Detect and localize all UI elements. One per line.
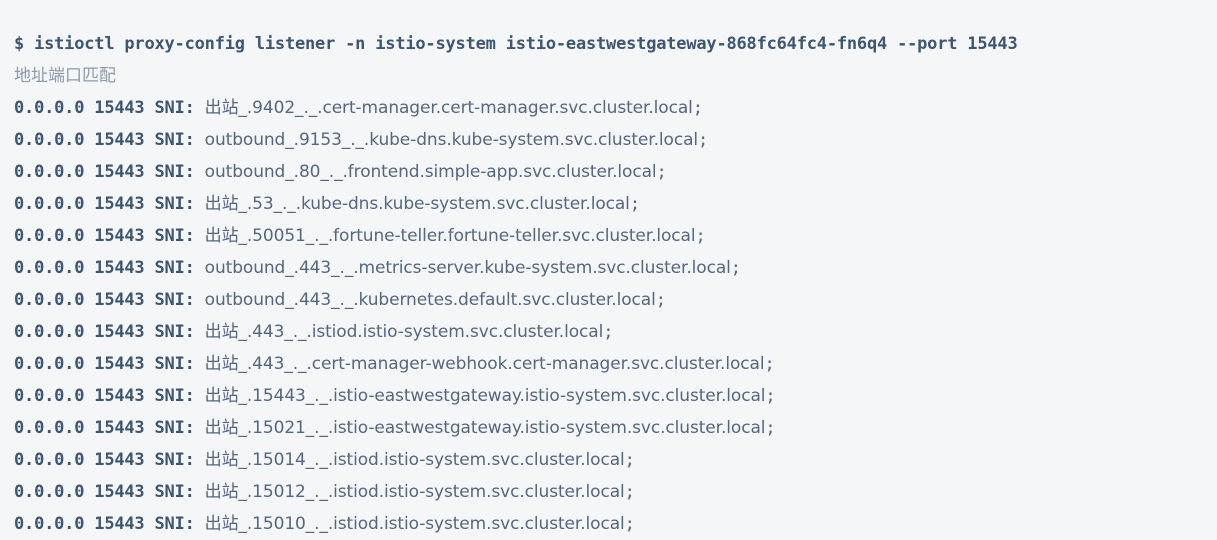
terminal-command-line: $ istioctl proxy-config listener -n isti… — [14, 34, 1018, 54]
listener-row-sni: 出站_.15021_._.istio-eastwestgateway.istio… — [204, 418, 766, 438]
listener-row-terminator: ; — [629, 194, 641, 214]
listener-row: 0.0.0.0 15443 SNI: 出站_.15012_._.istiod.i… — [14, 476, 1217, 508]
listener-row-terminator: ; — [764, 354, 775, 374]
listener-row: 0.0.0.0 15443 SNI: outbound_.443_._.metr… — [14, 252, 1217, 284]
listener-row: 0.0.0.0 15443 SNI: 出站_.50051_._.fortune-… — [14, 220, 1217, 252]
listener-row-prefix: 0.0.0.0 15443 SNI: — [14, 418, 205, 438]
listener-row-sni: outbound_.80_._.frontend.simple-app.svc.… — [204, 162, 657, 182]
listener-row-sni: 出站_.15014_._.istiod.istio-system.svc.clu… — [204, 450, 625, 470]
listener-row: 0.0.0.0 15443 SNI: 出站_.9402_._.cert-mana… — [14, 92, 1217, 124]
listener-row-terminator: ; — [730, 258, 742, 278]
listener-row-sni: 出站_.443_._.istiod.istio-system.svc.clust… — [204, 322, 604, 342]
listener-row-sni: 出站_.15443_._.istio-eastwestgateway.istio… — [204, 386, 766, 406]
listener-row-terminator: ; — [655, 290, 666, 310]
listener-row-sni: 出站_.443_._.cert-manager-webhook.cert-man… — [204, 354, 765, 374]
terminal-caption: 地址端口匹配 — [14, 66, 116, 86]
listener-row-prefix: 0.0.0.0 15443 SNI: — [14, 226, 205, 246]
listener-row-prefix: 0.0.0.0 15443 SNI: — [14, 162, 205, 182]
listener-row-prefix: 0.0.0.0 15443 SNI: — [14, 386, 205, 406]
listener-row-prefix: 0.0.0.0 15443 SNI: — [14, 482, 205, 502]
listener-row-sni: 出站_.50051_._.fortune-teller.fortune-tell… — [204, 226, 696, 246]
listener-row-terminator: ; — [603, 322, 614, 342]
listener-row: 0.0.0.0 15443 SNI: 出站_.15021_._.istio-ea… — [14, 412, 1217, 444]
listener-row-prefix: 0.0.0.0 15443 SNI: — [14, 514, 205, 534]
listener-row: 0.0.0.0 15443 SNI: 出站_.15010_._.istiod.i… — [14, 508, 1217, 540]
listener-row-sni: 出站_.15010_._.istiod.istio-system.svc.clu… — [204, 514, 625, 534]
listener-row-sni: 出站_.53_._.kube-dns.kube-system.svc.clust… — [204, 194, 630, 214]
listener-row: 0.0.0.0 15443 SNI: 出站_.443_._.istiod.ist… — [14, 316, 1217, 348]
listener-row: 0.0.0.0 15443 SNI: 出站_.15443_._.istio-ea… — [14, 380, 1217, 412]
listener-row: 0.0.0.0 15443 SNI: outbound_.80_._.front… — [14, 156, 1217, 188]
listener-row-prefix: 0.0.0.0 15443 SNI: — [14, 322, 205, 342]
listener-row: 0.0.0.0 15443 SNI: 出站_.53_._.kube-dns.ku… — [14, 188, 1217, 220]
listener-row-terminator: ; — [692, 98, 704, 118]
listener-row-terminator: ; — [624, 514, 635, 534]
listener-row-sni: 出站_.15012_._.istiod.istio-system.svc.clu… — [204, 482, 625, 502]
listener-row-prefix: 0.0.0.0 15443 SNI: — [14, 290, 205, 310]
listener-row-prefix: 0.0.0.0 15443 SNI: — [14, 194, 205, 214]
listener-row-sni: outbound_.9153_._.kube-dns.kube-system.s… — [204, 130, 699, 150]
listener-row: 0.0.0.0 15443 SNI: 出站_.443_._.cert-manag… — [14, 348, 1217, 380]
listener-row-list: 0.0.0.0 15443 SNI: 出站_.9402_._.cert-mana… — [14, 92, 1217, 540]
listener-row: 0.0.0.0 15443 SNI: outbound_.443_._.kube… — [14, 284, 1217, 316]
listener-row-prefix: 0.0.0.0 15443 SNI: — [14, 450, 205, 470]
listener-row-terminator: ; — [624, 450, 635, 470]
listener-row-terminator: ; — [695, 226, 706, 246]
listener-row-terminator: ; — [624, 482, 635, 502]
terminal-line-list: $ istioctl proxy-config listener -n isti… — [14, 28, 1217, 540]
listener-row-prefix: 0.0.0.0 15443 SNI: — [14, 258, 205, 278]
listener-row: 0.0.0.0 15443 SNI: outbound_.9153_._.kub… — [14, 124, 1217, 156]
listener-row-sni: outbound_.443_._.metrics-server.kube-sys… — [204, 258, 731, 278]
listener-row-prefix: 0.0.0.0 15443 SNI: — [14, 354, 205, 374]
listener-row-prefix: 0.0.0.0 15443 SNI: — [14, 130, 205, 150]
listener-row-prefix: 0.0.0.0 15443 SNI: — [14, 98, 205, 118]
listener-row-terminator: ; — [698, 130, 709, 150]
listener-row-sni: outbound_.443_._.kubernetes.default.svc.… — [204, 290, 656, 310]
listener-row-terminator: ; — [765, 418, 776, 438]
listener-row-terminator: ; — [656, 162, 667, 182]
listener-row-terminator: ; — [765, 386, 776, 406]
listener-row: 0.0.0.0 15443 SNI: 出站_.15014_._.istiod.i… — [14, 444, 1217, 476]
listener-row-sni: 出站_.9402_._.cert-manager.cert-manager.sv… — [204, 98, 693, 118]
